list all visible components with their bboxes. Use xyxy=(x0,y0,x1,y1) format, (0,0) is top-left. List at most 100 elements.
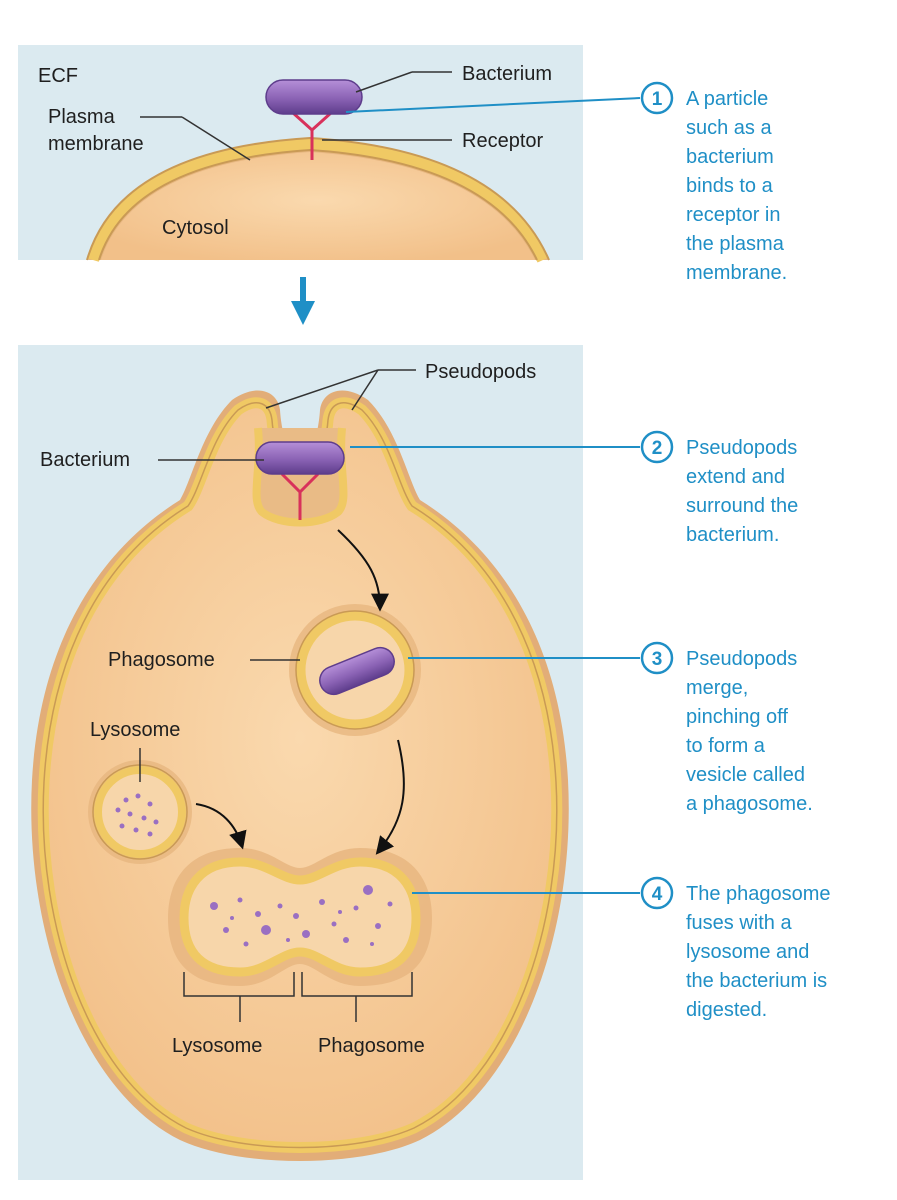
fragment-dot xyxy=(302,930,310,938)
fragment-dot xyxy=(230,916,234,920)
step-1-line-4: binds to a xyxy=(686,175,774,197)
step-1-line-5: receptor in xyxy=(686,204,781,226)
step-3-line-5: vesicle called xyxy=(686,764,805,786)
lysosome-enzyme-dot xyxy=(127,811,133,817)
fragment-dot xyxy=(293,913,299,919)
lysosome-enzyme-dot xyxy=(147,831,153,837)
bacterium-3 xyxy=(319,646,395,696)
receptor-2 xyxy=(280,472,320,520)
step-1-line-7: membrane. xyxy=(686,262,787,284)
lysosome-label: Lysosome xyxy=(90,719,180,741)
phagosome-label: Phagosome xyxy=(108,649,215,671)
plasma-membrane-label-line1: Plasma xyxy=(48,106,116,128)
fragment-dot xyxy=(319,899,325,905)
step-3-line-6: a phagosome. xyxy=(686,793,813,815)
fragment-dot xyxy=(363,885,373,895)
down-arrow-icon xyxy=(291,277,315,325)
flow-arrow-1 xyxy=(337,529,389,612)
panel-1: ECF Plasma membrane Cytosol Bacterium Re… xyxy=(18,45,583,263)
step-4-line-4: the bacterium is xyxy=(686,970,827,992)
fragment-dot xyxy=(277,903,283,909)
phagosome-bracket xyxy=(301,972,413,1022)
step-1: 1 A particle such as a bacterium binds t… xyxy=(345,81,787,284)
lysosome-enzyme-dot xyxy=(133,827,139,833)
step-3-badge xyxy=(640,641,674,675)
flow-arrow-3 xyxy=(195,803,247,850)
step-4: 4 The phagosome fuses with a lysosome an… xyxy=(412,876,831,1021)
bacterium-2 xyxy=(255,441,345,475)
phagosome-outline xyxy=(295,610,415,730)
step-1-leader xyxy=(345,97,641,113)
lysosome-enzyme-dot xyxy=(119,823,125,829)
fragment-dot xyxy=(255,911,261,917)
step-4-line-1: The phagosome xyxy=(686,883,831,905)
receptor-label: Receptor xyxy=(462,130,543,152)
step-2-line-2: extend and xyxy=(686,466,785,488)
lysosome-enzyme-dot xyxy=(153,819,159,825)
step-2-number: 2 xyxy=(652,438,663,459)
fragment-dot xyxy=(331,921,337,927)
fragment-dot xyxy=(243,941,249,947)
fragment-dot xyxy=(237,897,243,903)
step-2: 2 Pseudopods extend and surround the bac… xyxy=(350,430,798,546)
step-1-line-2: such as a xyxy=(686,117,772,139)
step-1-badge xyxy=(640,81,674,115)
plasma-membrane xyxy=(87,137,549,263)
step-2-line-3: surround the xyxy=(686,495,798,517)
step-1-line-6: the plasma xyxy=(686,233,785,255)
lysosome-enzyme-dot xyxy=(123,797,129,803)
ecf-label: ECF xyxy=(38,65,78,87)
step-4-line-2: fuses with a xyxy=(686,912,792,934)
down-arrow-shaft xyxy=(300,277,306,303)
fragment-dot xyxy=(210,902,218,910)
bacterium-leader-1b xyxy=(355,71,413,93)
step-4-badge xyxy=(640,876,674,910)
bottom-lysosome-label: Lysosome xyxy=(172,1035,262,1057)
plasma-membrane-label-line2: membrane xyxy=(48,133,144,155)
step-3: 3 Pseudopods merge, pinching off to form… xyxy=(408,641,813,815)
lysosome-enzyme-dot xyxy=(141,815,147,821)
fragment-dot xyxy=(261,925,271,935)
cytosol-label: Cytosol xyxy=(162,217,229,239)
fragment-dot xyxy=(353,905,359,911)
step-2-badge xyxy=(640,430,674,464)
panel-2: Pseudopods Bacterium Phagosome Lysosome … xyxy=(18,345,583,1180)
step-3-line-4: to form a xyxy=(686,735,766,757)
fragment-dot xyxy=(343,937,349,943)
bottom-phagosome-label: Phagosome xyxy=(318,1035,425,1057)
fragment-dot xyxy=(375,923,381,929)
plasma-membrane-inner xyxy=(98,148,538,261)
bacterium-label-2: Bacterium xyxy=(40,449,130,471)
step-2-line-4: bacterium. xyxy=(686,524,779,546)
lysosome-enzymes xyxy=(115,793,159,837)
pseudopods-leader-left xyxy=(265,369,379,409)
step-4-line-5: digested. xyxy=(686,999,767,1021)
fused-vesicle xyxy=(179,857,421,977)
step-3-line-3: pinching off xyxy=(686,706,788,728)
step-4-number: 4 xyxy=(652,884,663,905)
fragment-dot xyxy=(387,901,393,907)
lysosome-enzyme-dot xyxy=(115,807,121,813)
fragment-dot xyxy=(223,927,229,933)
lysosome xyxy=(94,766,186,858)
fragment-dot xyxy=(370,942,374,946)
step-1-line-3: bacterium xyxy=(686,146,774,168)
plasma-membrane-outer xyxy=(86,136,550,261)
cytosol-area xyxy=(101,152,535,260)
plasma-membrane-leader-2 xyxy=(181,116,251,161)
receptor-1 xyxy=(290,110,334,160)
step-1-number: 1 xyxy=(652,89,663,110)
fragment-dot xyxy=(338,910,342,914)
step-3-line-1: Pseudopods xyxy=(686,648,797,670)
step-3-line-2: merge, xyxy=(686,677,748,699)
pseudopods-label: Pseudopods xyxy=(425,361,536,383)
lysosome-enzyme-dot xyxy=(147,801,153,807)
bacterium-1 xyxy=(265,79,363,115)
step-1-line-1: A particle xyxy=(686,88,768,110)
step-4-line-3: lysosome and xyxy=(686,941,809,963)
pseudopods-leader-right xyxy=(351,369,379,411)
fragment-dot xyxy=(286,938,290,942)
down-arrow-head xyxy=(291,301,315,325)
